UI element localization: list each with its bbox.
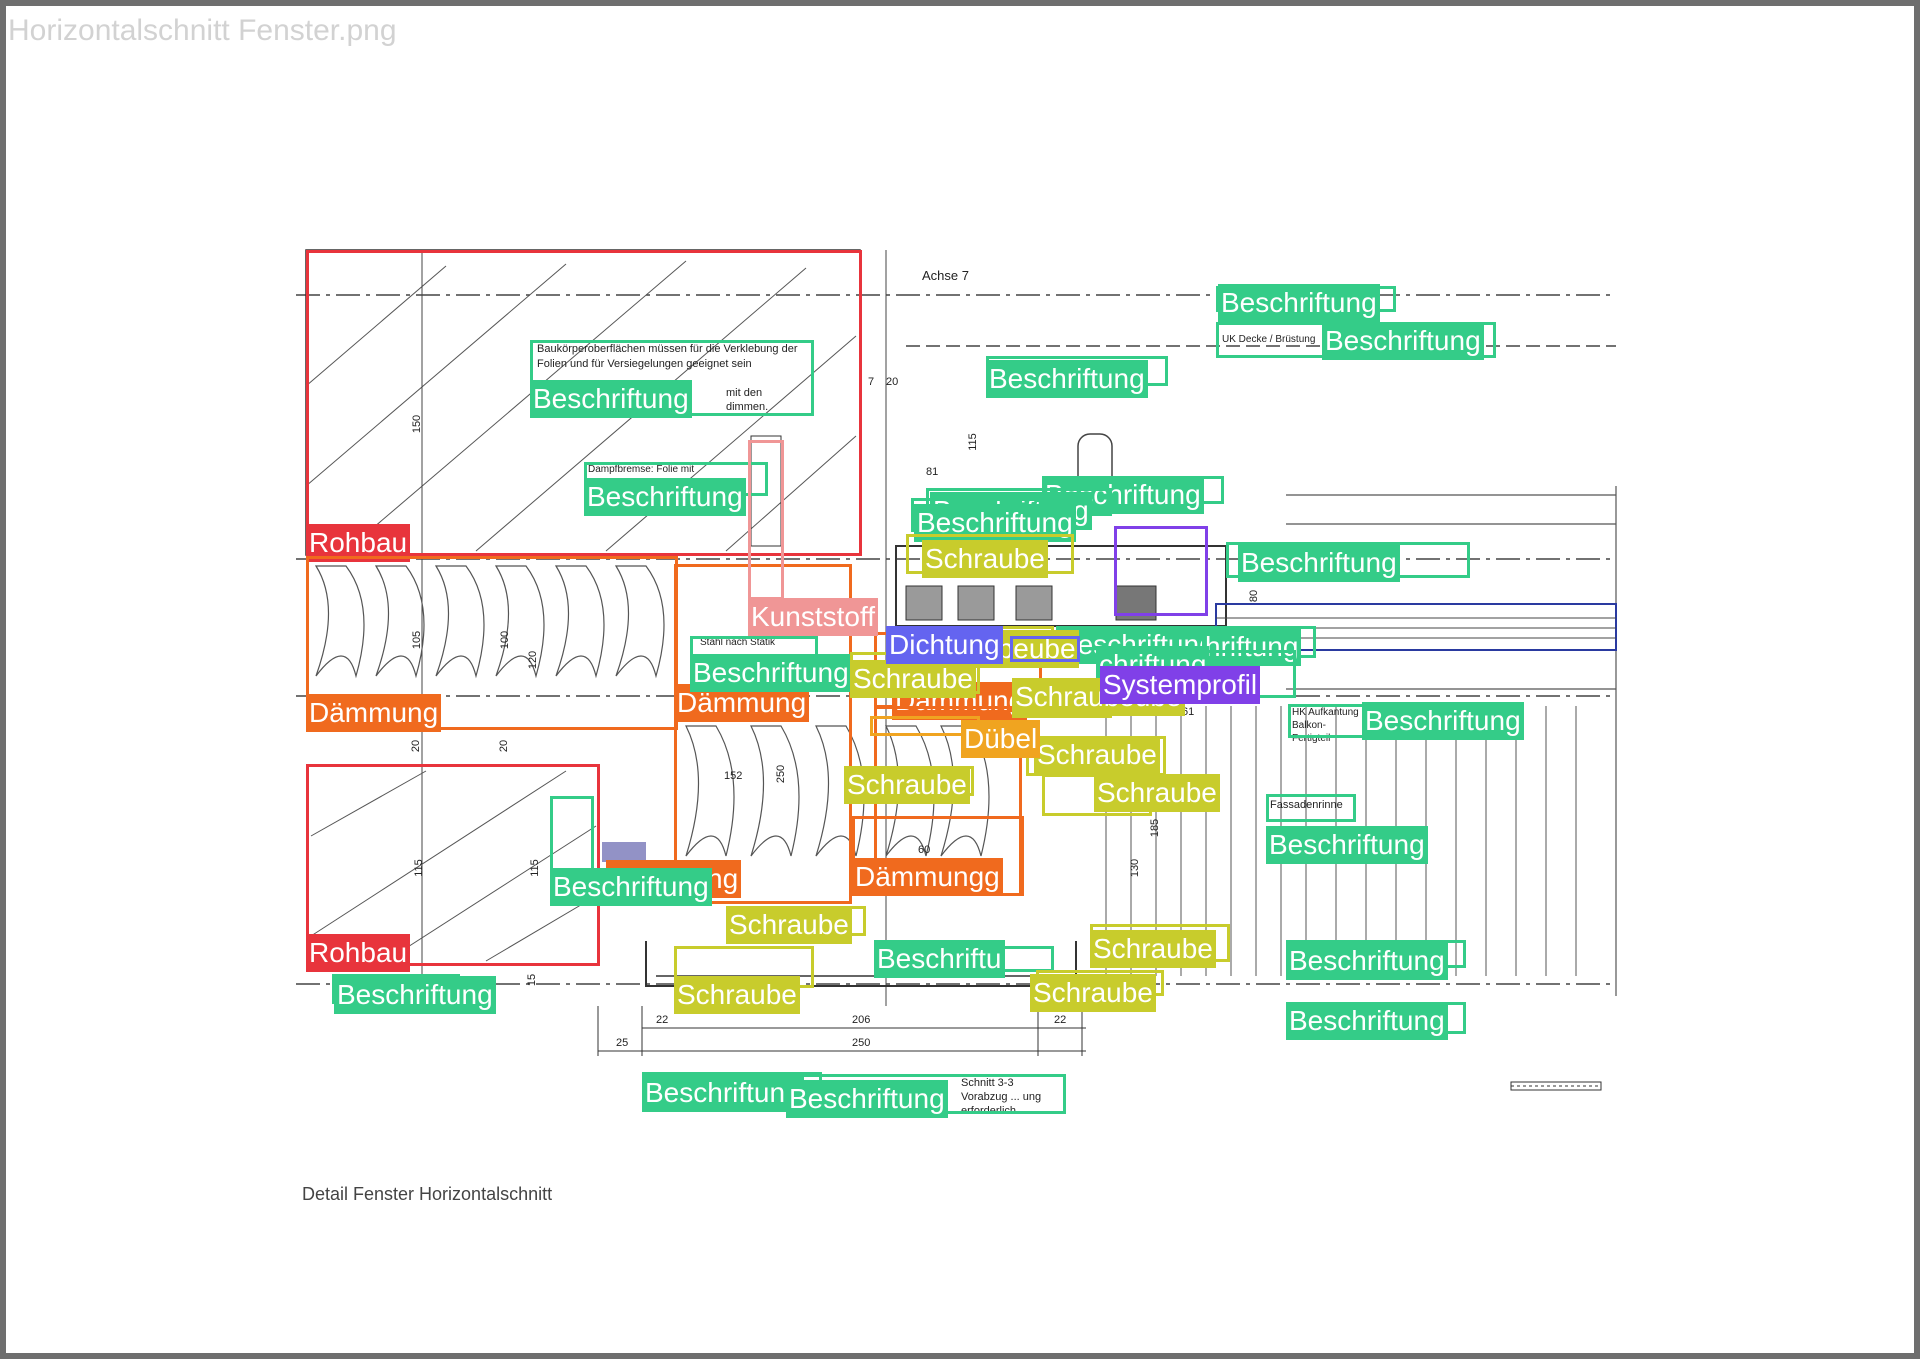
annotation-label-daemmung[interactable]: Dämmungg [852,858,1003,896]
dampfbremse-text: Dampfbremse: Folie mit [588,464,695,475]
annotation-box-kunst[interactable] [748,440,784,600]
annotation-label-schraube[interactable]: Schraube [850,660,976,698]
dim-text: 15 [526,973,539,987]
dim-text: 25 [616,1037,629,1049]
dim-text: 80 [1248,589,1261,603]
filename-overlay: Horizontalschnitt Fenster.png [8,14,397,47]
dim-text: 22 [1054,1014,1067,1026]
annotation-label-beschr[interactable]: Beschriftung [550,868,712,906]
annotation-label-beschr[interactable]: Beschriftung [584,478,746,516]
fassadenrinne-text: Fassadenrinne [1270,799,1343,811]
annotation-label-beschr[interactable]: Beschriftung [1286,942,1448,980]
annotation-label-kunst[interactable]: Kunststoff [748,598,879,636]
annotation-box-dichtung[interactable] [1010,636,1080,662]
dim-text: 115 [966,433,979,451]
annotation-label-schraube[interactable]: Schraube [1034,736,1160,774]
annotation-label-rohbau[interactable]: Rohbau [306,934,411,972]
stahl-text: Stahl nach Statik [700,637,776,648]
dim-text: 22 [656,1014,669,1026]
annotation-label-beschr[interactable]: Beschriftung [1286,1002,1448,1040]
dim-text: 20 [498,739,511,753]
annotation-label-beschr[interactable]: Beschriftu [874,940,1005,978]
uk-decke-text: UK Decke / Brüstung [1222,334,1316,345]
annotation-label-beschr[interactable]: Beschriftung [1266,826,1428,864]
annotation-label-schraube[interactable]: Schraube [674,976,800,1014]
dim-text: 60 [918,844,931,856]
dim-text: 130 [1129,858,1142,878]
note-text: Baukörperoberflächen müssen für die Verk… [537,343,798,370]
annotation-label-beschr[interactable]: Beschriftung [1218,284,1380,322]
dim-text: 250 [852,1037,871,1049]
annotation-label-duebel[interactable]: Dübel [961,720,1041,758]
note-text-2: mit den dimmen. [726,387,769,413]
annotation-label-beschr[interactable]: Beschriftung [530,380,692,418]
dim-text: 7 [868,376,875,388]
annotation-label-rohbau[interactable]: Rohbau [306,524,411,562]
dim-text: 81 [926,466,939,478]
dim-text: 206 [852,1014,871,1026]
dim-text: 61 [1182,706,1195,718]
annotation-label-system[interactable]: Systemprofil [1100,666,1261,704]
annotation-label-schraube[interactable]: Schraube [922,540,1048,578]
annotation-label-schraube[interactable]: Schraube [844,766,970,804]
annotation-box-daemmung[interactable] [674,564,852,904]
annotation-label-schraube[interactable]: Schraube [1094,774,1220,812]
annotation-box-rohbau[interactable] [306,250,862,556]
annotation-box-beschr[interactable] [1288,704,1366,738]
dim-text: 20 [886,376,899,388]
dim-text: 152 [724,770,743,782]
annotation-box-system[interactable] [1114,526,1208,616]
annotation-label-beschr[interactable]: Beschriftung [1238,544,1400,582]
annotation-label-beschr[interactable]: Beschriftung [786,1080,948,1118]
annotation-label-schraube[interactable]: Schraube [1090,930,1216,968]
annotation-label-beschr[interactable]: Beschriftung [642,1074,804,1112]
annotation-label-beschr[interactable]: hriftung [1202,628,1302,666]
annotation-label-schraube[interactable]: Schraube [1030,974,1156,1012]
image-caption: Detail Fenster Horizontalschnitt [302,1184,553,1204]
dim-text: 185 [1149,818,1162,838]
annotation-label-schraube[interactable]: Schraube [726,906,852,944]
annotation-label-daemmung[interactable]: Dämmung [306,694,442,732]
axis-label: Achse 7 [922,268,969,283]
annotation-label-beschr[interactable]: Beschriftung [334,976,496,1014]
annotation-box-beschr[interactable] [1266,794,1356,822]
hk-aufkantung-text: HK Aufkantung Balkon-Fertigteil [1292,707,1359,744]
annotation-label-beschr[interactable]: Beschriftung [986,360,1148,398]
annotation-box-rohbau[interactable] [306,764,600,966]
annotation-label-dichtung[interactable]: Dichtung [886,626,1003,664]
annotation-label-beschr[interactable]: Beschriftung [690,654,852,692]
dim-text: 20 [410,739,423,753]
annotation-label-beschr[interactable]: Beschriftung [1322,322,1484,360]
annotation-label-beschr[interactable]: Beschriftung [1362,702,1524,740]
